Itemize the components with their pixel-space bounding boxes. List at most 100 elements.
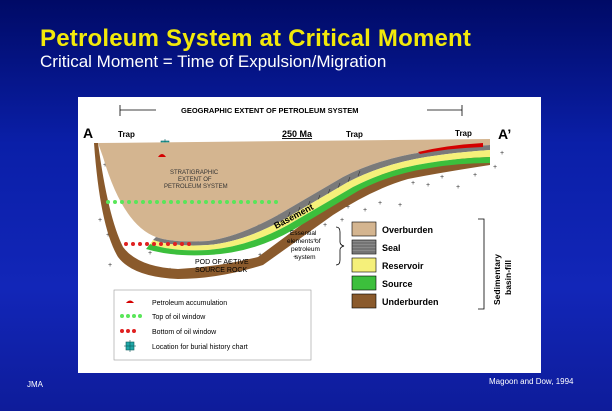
svg-text:+: +: [148, 250, 152, 257]
svg-text:+: +: [426, 182, 430, 189]
oil-window-dot: [187, 242, 191, 246]
footer-left-credit: JMA: [27, 380, 43, 389]
legend-top-oil-window: Top of oil window: [152, 314, 206, 321]
oil-window-dot: [274, 200, 278, 204]
legend-swatch-underburden: [351, 293, 377, 309]
oil-window-dot: [134, 200, 138, 204]
geographic-extent-arrow: [119, 105, 463, 116]
oil-window-dot: [267, 200, 271, 204]
svg-text:+: +: [473, 172, 477, 179]
oil-window-dot: [190, 200, 194, 204]
oil-window-dot: [246, 200, 250, 204]
trap-label-left: Trap: [118, 130, 135, 139]
legend-swatch-source: [351, 275, 377, 291]
oil-window-dot: [260, 200, 264, 204]
cross-section-diagram: GEOGRAPHIC EXTENT OF PETROLEUM SYSTEM A …: [83, 105, 513, 361]
legend-bottom-oil-window: Bottom of oil window: [152, 329, 217, 336]
oil-window-dot: [120, 200, 124, 204]
legend-burial-history: Location for burial history chart: [152, 344, 248, 351]
top-oil-window-dots: [106, 200, 278, 204]
slide-title: Petroleum System at Critical Moment: [40, 25, 472, 52]
oil-window-dot: [113, 200, 117, 204]
oil-window-dot: [166, 242, 170, 246]
essential-elements-line1: Essential: [290, 230, 317, 237]
oil-window-dot: [162, 200, 166, 204]
trap-label-middle: Trap: [346, 130, 363, 139]
legend-label-overburden: Overburden: [382, 225, 433, 235]
legend-label-underburden: Underburden: [382, 297, 439, 307]
oil-window-dot: [204, 200, 208, 204]
essential-elements-brace: [335, 226, 345, 266]
legend-swatch-reservoir: [351, 257, 377, 273]
burial-history-symbol: [124, 340, 136, 352]
section-start-label: A: [83, 125, 93, 141]
oil-window-dot: [180, 242, 184, 246]
pod-label-line2: SOURCE ROCK: [195, 267, 247, 274]
oil-window-dot: [127, 200, 131, 204]
bottom-oil-window-dots: [124, 242, 191, 246]
svg-text:+: +: [346, 204, 350, 211]
pod-label-line1: POD OF ACTIVE: [195, 259, 249, 266]
oil-window-dot: [138, 242, 142, 246]
geographic-extent-heading: GEOGRAPHIC EXTENT OF PETROLEUM SYSTEM: [181, 106, 359, 115]
oil-window-dot: [169, 200, 173, 204]
legend-label-source: Source: [382, 279, 413, 289]
stratigraphic-extent-line1: STRATIGRAPHIC: [170, 170, 219, 176]
svg-text:+: +: [98, 217, 102, 224]
oil-window-dot: [218, 200, 222, 204]
essential-elements-line4: system: [295, 254, 316, 261]
diagram-panel: GEOGRAPHIC EXTENT OF PETROLEUM SYSTEM A …: [78, 97, 541, 373]
svg-text:+: +: [363, 207, 367, 214]
svg-text:+: +: [108, 262, 112, 269]
oil-window-dot: [225, 200, 229, 204]
essential-elements-line2: elements of: [287, 238, 321, 245]
oil-window-dot: [159, 242, 163, 246]
trap-label-right: Trap: [455, 129, 472, 138]
overburden-layer: [98, 139, 490, 242]
svg-text:+: +: [493, 164, 497, 171]
oil-window-dot: [141, 200, 145, 204]
svg-text:+: +: [340, 217, 344, 224]
oil-window-dot: [197, 200, 201, 204]
age-label: 250 Ma: [282, 129, 313, 139]
oil-window-dot: [176, 200, 180, 204]
slide-subtitle: Critical Moment = Time of Expulsion/Migr…: [40, 52, 387, 71]
svg-text:+: +: [398, 202, 402, 209]
petroleum-accumulation-right: [418, 143, 483, 154]
oil-window-dot: [124, 242, 128, 246]
oil-window-dot: [155, 200, 159, 204]
petroleum-accumulation-symbol: [126, 300, 134, 303]
symbol-legend: Petroleum accumulation Top of oil window…: [113, 289, 312, 361]
footer-right-citation: Magoon and Dow, 1994: [489, 377, 574, 386]
svg-text:+: +: [378, 200, 382, 207]
legend-swatch-seal: [351, 239, 377, 255]
oil-window-dot: [232, 200, 236, 204]
legend-swatch-overburden: [351, 221, 377, 237]
oil-window-dot: [131, 242, 135, 246]
oil-window-dot: [239, 200, 243, 204]
svg-text:+: +: [103, 162, 107, 169]
stratigraphic-extent-line2: EXTENT OF: [178, 177, 212, 183]
petroleum-accumulation-left: [158, 154, 166, 157]
oil-window-dot: [152, 242, 156, 246]
svg-text:+: +: [440, 174, 444, 181]
stratigraphic-extent-line3: PETROLEUM SYSTEM: [164, 184, 228, 190]
oil-window-dot: [148, 200, 152, 204]
svg-text:+: +: [293, 254, 297, 261]
seal-layer: [153, 145, 490, 246]
svg-text:+: +: [228, 259, 232, 266]
oil-window-dot: [253, 200, 257, 204]
svg-text:+: +: [456, 184, 460, 191]
essential-elements-line3: petroleum: [291, 246, 320, 253]
bottom-oil-window-symbol: [120, 329, 136, 333]
svg-text:+: +: [313, 237, 317, 244]
symbol-legend-box: [113, 289, 312, 361]
svg-text:+: +: [323, 222, 327, 229]
svg-text:+: +: [500, 150, 504, 157]
oil-window-dot: [183, 200, 187, 204]
oil-window-dot: [173, 242, 177, 246]
svg-text:+: +: [411, 180, 415, 187]
oil-window-dot: [211, 200, 215, 204]
svg-text:+: +: [106, 232, 110, 239]
